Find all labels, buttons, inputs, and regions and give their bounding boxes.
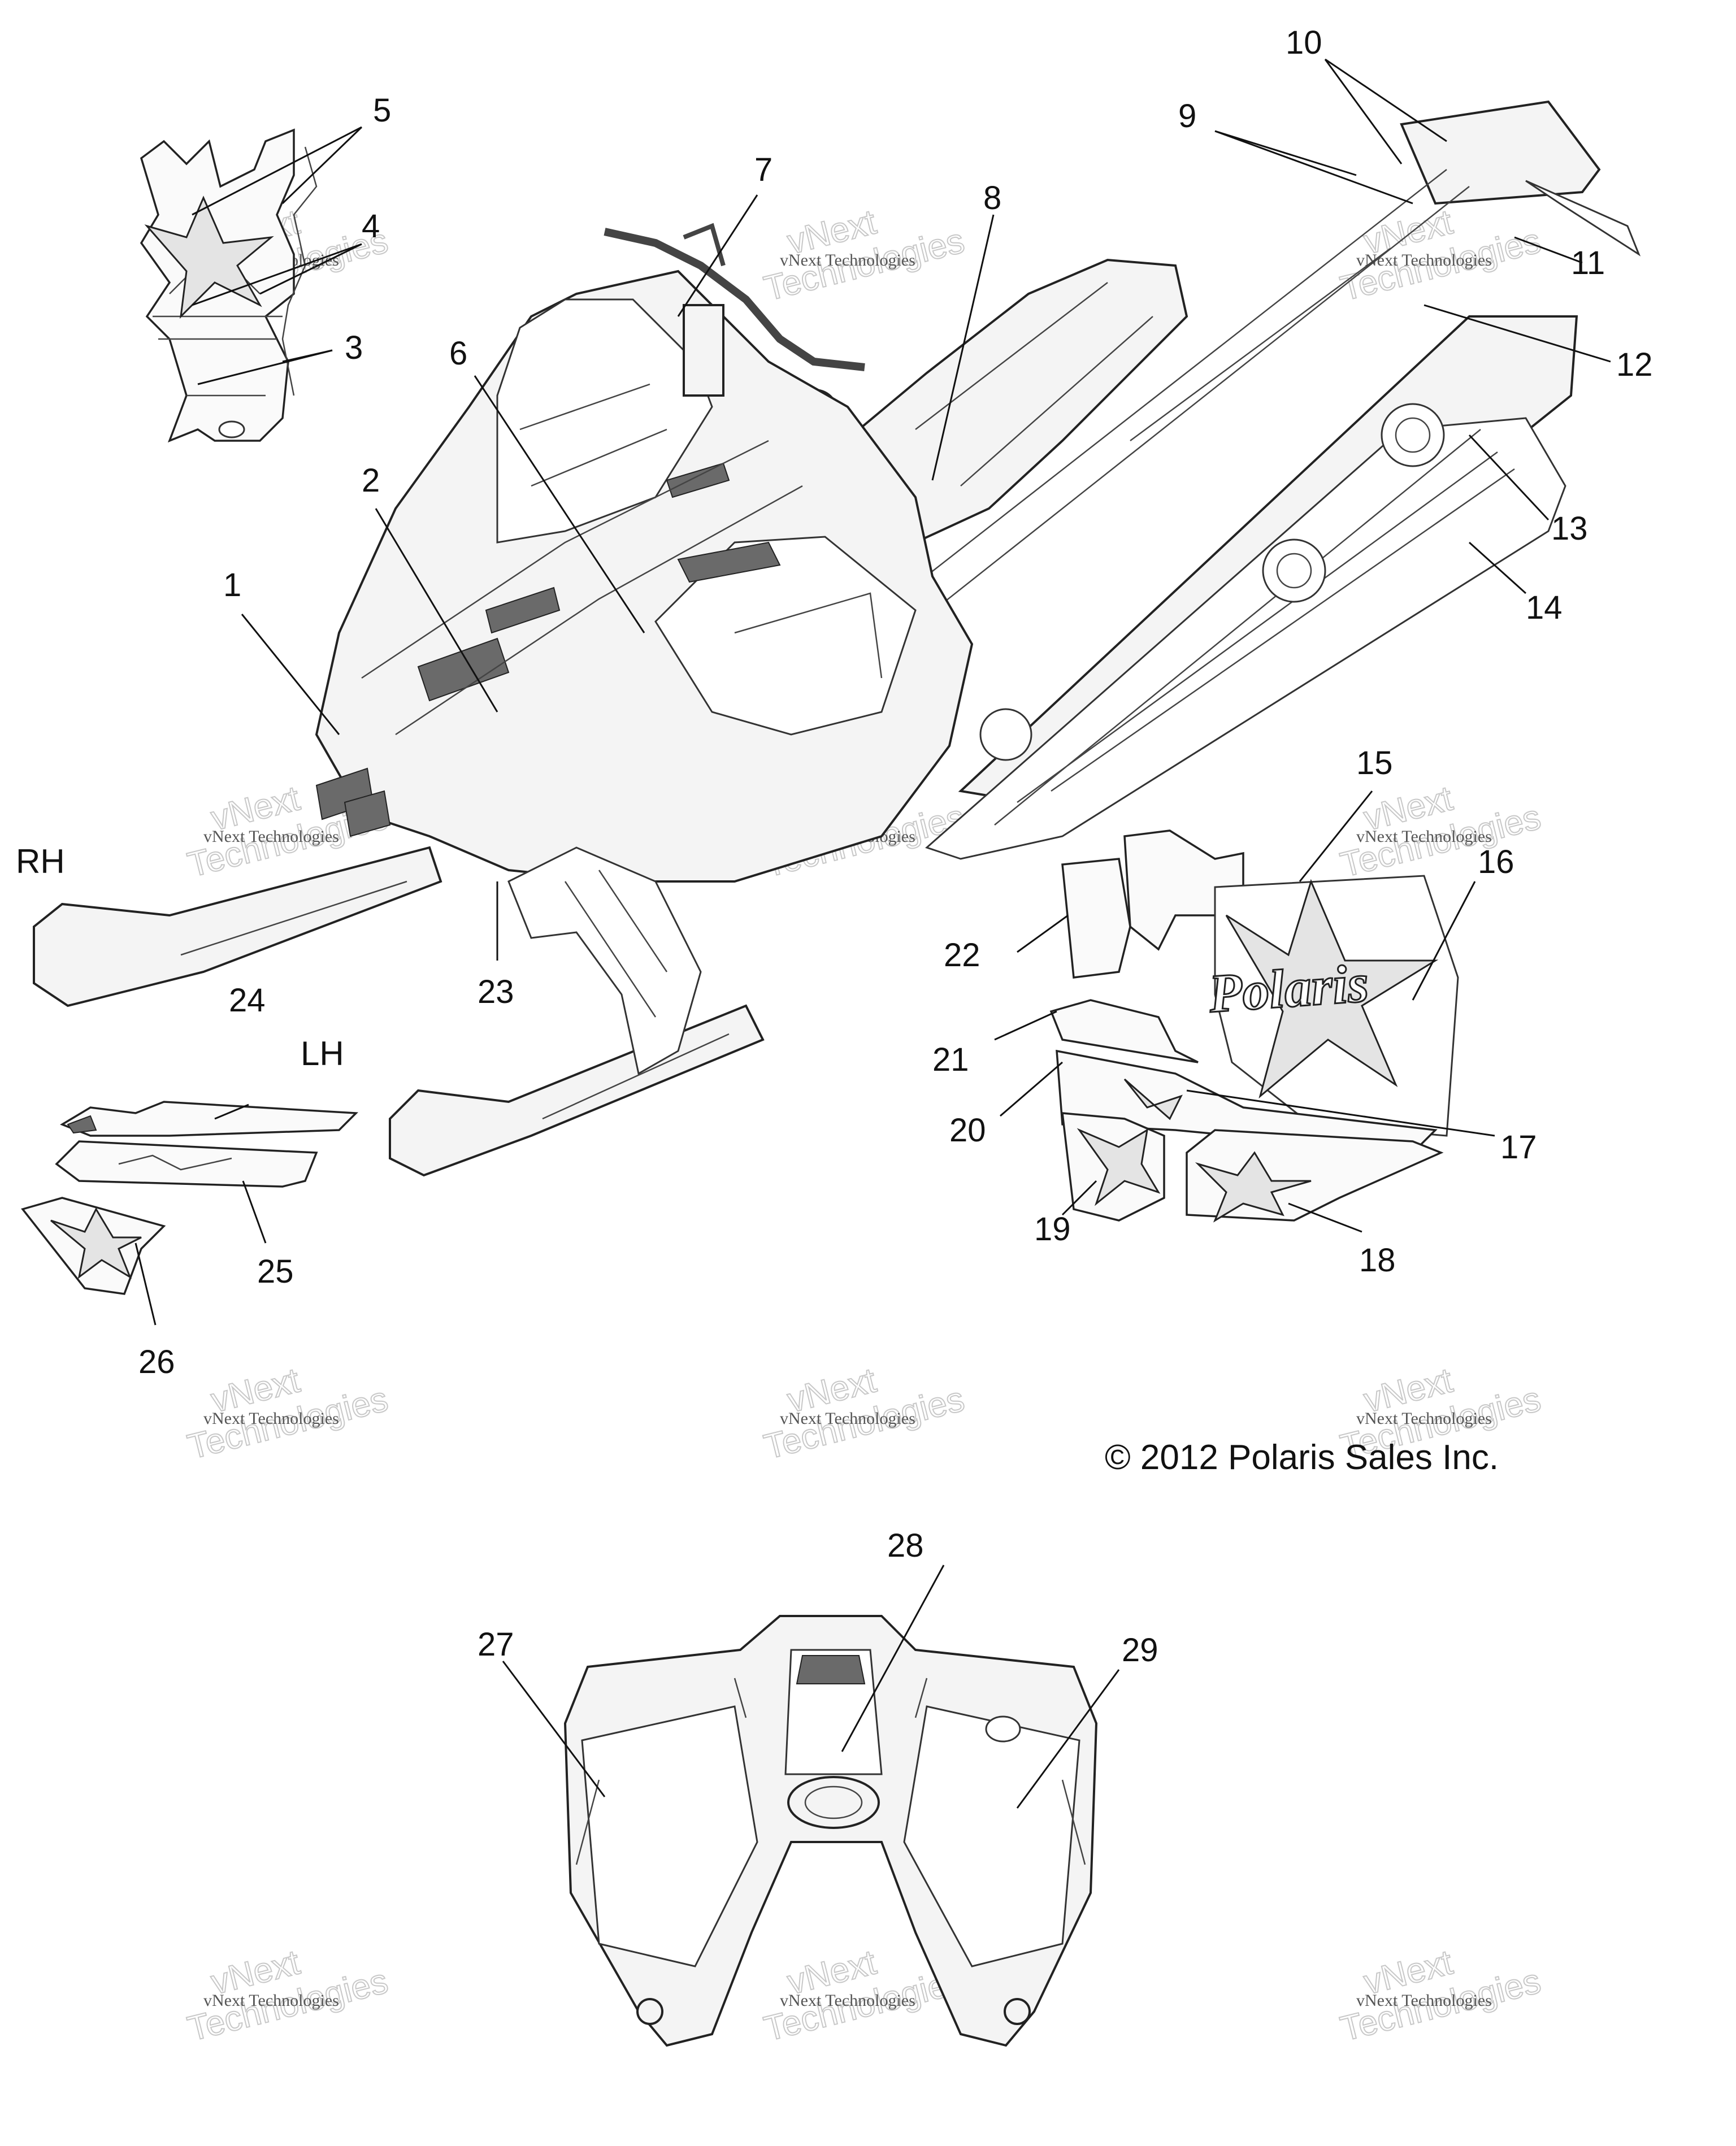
watermark: vNext Technologies [760, 1360, 969, 1467]
callout-9: 9 [1178, 98, 1196, 134]
side-decal-sheet: Polaris [1049, 829, 1459, 1223]
watermark-text: vNext Technologies [203, 1991, 339, 2010]
polaris-logo-text: Polaris [1206, 953, 1370, 1024]
front-idler-wheel [979, 708, 1032, 761]
rear-idler-wheel [1381, 403, 1445, 467]
callout-2: 2 [362, 462, 380, 499]
front-cowl [563, 1615, 1098, 2047]
callout-26: 26 [138, 1344, 175, 1380]
callout-15: 15 [1356, 745, 1393, 781]
callout-27: 27 [478, 1626, 514, 1663]
callout-16: 16 [1478, 844, 1514, 880]
callout-5: 5 [373, 92, 391, 129]
watermark-text: vNext Technologies [780, 251, 915, 270]
decal-29 [903, 1705, 1080, 1967]
callout-23: 23 [478, 974, 514, 1010]
rh-label: RH [16, 842, 65, 880]
callout-22: 22 [944, 937, 980, 974]
copyright-notice: © 2012 Polaris Sales Inc. [1105, 1438, 1499, 1477]
rh-ski [33, 846, 442, 1007]
decal-25 [55, 1140, 318, 1188]
snowmobile-illustration [33, 100, 1641, 1177]
watermark-text: vNext Technologies [1356, 1409, 1492, 1428]
idler-wheel [1262, 538, 1326, 603]
lh-label: LH [301, 1035, 344, 1072]
decal-27 [581, 1705, 758, 1967]
callout-25: 25 [257, 1253, 294, 1290]
watermark-text: vNext Technologies [1356, 251, 1492, 270]
callout-numbers: 1 2 3 4 5 6 7 8 9 10 11 12 13 14 15 16 1… [138, 24, 1653, 1669]
watermark: vNext Technologies [1336, 1942, 1545, 2049]
side-panel [654, 536, 917, 736]
callout-7: 7 [754, 151, 772, 188]
callout-1: 1 [223, 567, 241, 603]
cowl-opening [787, 1776, 880, 1829]
watermark-text: vNext Technologies [1356, 827, 1492, 846]
callout-20: 20 [949, 1112, 986, 1149]
callout-28: 28 [887, 1527, 924, 1564]
callout-29: 29 [1122, 1632, 1158, 1669]
decal-24 [60, 1101, 358, 1137]
watermark: vNext Technologies [760, 202, 969, 309]
callout-4: 4 [362, 208, 380, 245]
callout-12: 12 [1616, 346, 1653, 383]
callout-19: 19 [1034, 1211, 1071, 1248]
callout-14: 14 [1526, 589, 1563, 626]
callout-18: 18 [1359, 1242, 1396, 1279]
lh-side-decals [21, 1101, 358, 1295]
decal-21 [1049, 999, 1199, 1063]
callout-21: 21 [932, 1041, 969, 1078]
hood-decal-set [140, 128, 318, 443]
watermark: vNext Technologies [183, 1942, 392, 2049]
callout-24: 24 [229, 982, 266, 1019]
callout-8: 8 [983, 180, 1001, 216]
seat [857, 258, 1188, 544]
watermark: vNext Technologies [183, 1360, 392, 1467]
leader-lines [134, 58, 1611, 1809]
steering-console [683, 304, 724, 397]
callout-10: 10 [1286, 24, 1322, 61]
callout-11: 11 [1571, 245, 1605, 281]
watermark-text: vNext Technologies [780, 1991, 915, 2010]
rear-suspension-track [925, 417, 1566, 860]
lh-ski [389, 1004, 765, 1177]
front-suspension [507, 846, 702, 1075]
callout-6: 6 [449, 335, 467, 372]
watermark-text: vNext Technologies [780, 1409, 915, 1428]
rear-bumper [1400, 100, 1601, 205]
snow-flap [1525, 180, 1641, 257]
decal-22 [1061, 858, 1131, 979]
callout-17: 17 [1500, 1129, 1537, 1166]
watermark-text: vNext Technologies [1356, 1991, 1492, 2010]
watermark-text: vNext Technologies [203, 827, 339, 846]
watermark-text: vNext Technologies [203, 1409, 339, 1428]
callout-13: 13 [1551, 510, 1588, 547]
callout-3: 3 [345, 329, 363, 366]
